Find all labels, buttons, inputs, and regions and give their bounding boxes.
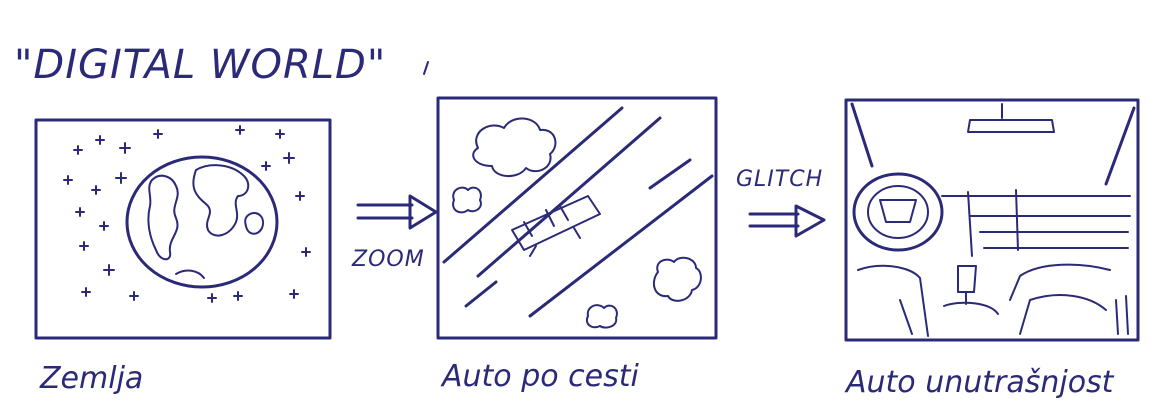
transition-label: GLITCH: [736, 167, 823, 192]
panel-caption: Auto po cesti: [440, 359, 639, 394]
gear-shifter: [957, 265, 977, 305]
earth-globe: [125, 155, 279, 289]
panel-caption: Zemlja: [39, 361, 143, 396]
bush-left: [452, 186, 482, 214]
bush-bottom: [586, 304, 618, 329]
transition-arrow-zoom: ZOOM: [351, 194, 438, 272]
transition-arrow-glitch: GLITCH: [736, 167, 826, 238]
bush-right: [652, 256, 702, 302]
panel-car-interior: Auto unutrašnjost: [844, 98, 1140, 400]
rearview-mirror: [967, 103, 1055, 133]
storyboard-title: "DIGITAL WORLD": [14, 42, 386, 88]
dashboard-lines: [941, 189, 1131, 257]
seats: [857, 263, 1129, 337]
panel-earth: Zemlja: [34, 118, 332, 396]
car-top-view: [511, 195, 601, 257]
steering-wheel: [852, 172, 944, 252]
panel-frame: [844, 98, 1140, 342]
transition-label: ZOOM: [351, 247, 425, 272]
panel-frame: [436, 96, 718, 340]
road-lines: [442, 106, 714, 318]
panel-caption: Auto unutrašnjost: [844, 365, 1115, 400]
panel-car-on-road: Auto po cesti: [436, 96, 718, 394]
stray-mark: [423, 61, 429, 75]
cloud-top: [472, 117, 557, 177]
panel-frame: [34, 118, 332, 340]
stars: [63, 125, 311, 303]
